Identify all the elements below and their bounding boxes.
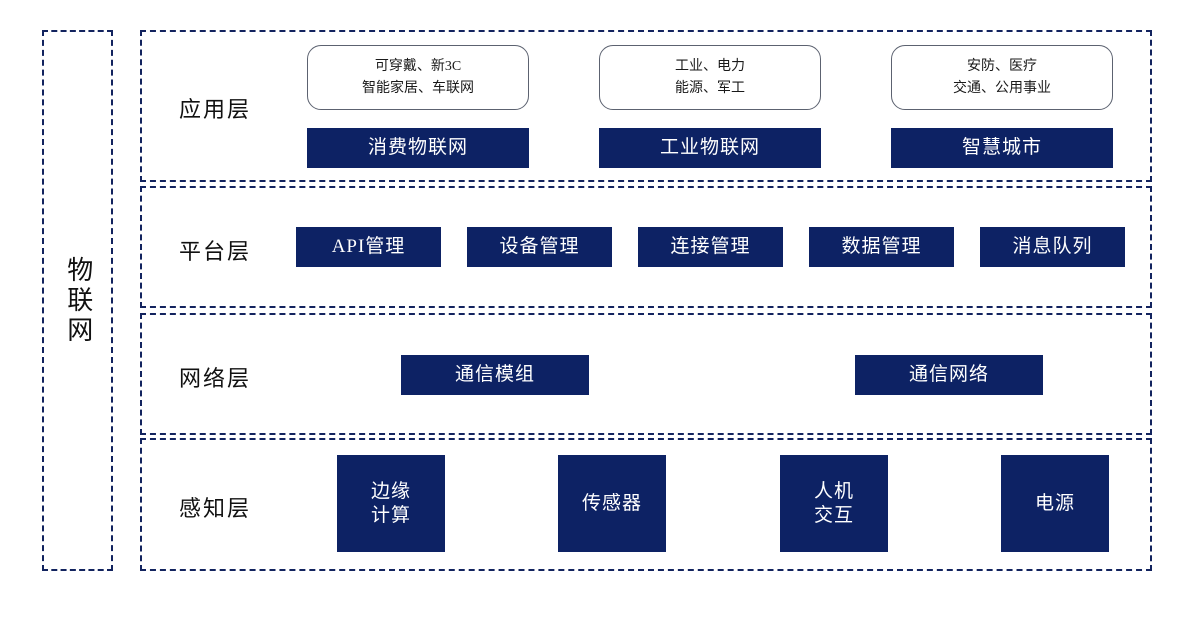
layer-network-label: 网络层 <box>179 366 252 391</box>
platform-node-connection-management-label: 连接管理 <box>670 236 751 258</box>
sensing-node-edge-computing[interactable]: 边缘 计算 <box>337 455 445 552</box>
application-node-industrial-iot[interactable]: 工业物联网 <box>599 128 821 168</box>
application-node-smart-city[interactable]: 智慧城市 <box>891 128 1113 168</box>
sensing-node-edge-computing-line2: 计算 <box>370 504 411 526</box>
application-domain-box-3: 安防、医疗 交通、公用事业 <box>891 45 1113 110</box>
application-domain-box-3-line2: 交通、公用事业 <box>953 80 1051 96</box>
application-domain-box-1-line2: 智能家居、车联网 <box>362 80 474 96</box>
platform-node-device-management[interactable]: 设备管理 <box>467 227 612 267</box>
application-node-consumer-iot-label: 消费物联网 <box>367 137 468 159</box>
application-domain-box-2: 工业、电力 能源、军工 <box>599 45 821 110</box>
application-node-consumer-iot[interactable]: 消费物联网 <box>307 128 529 168</box>
sensing-node-edge-computing-line1: 边缘 <box>370 480 411 502</box>
sensing-node-power-supply-label: 电源 <box>1034 492 1075 514</box>
platform-node-connection-management[interactable]: 连接管理 <box>638 227 783 267</box>
platform-node-data-management-label: 数据管理 <box>841 236 922 258</box>
iot-side-band: 物联网 <box>42 30 113 571</box>
platform-node-api-management[interactable]: API管理 <box>296 227 441 267</box>
application-node-smart-city-label: 智慧城市 <box>961 137 1042 159</box>
layer-sensing-label: 感知层 <box>179 496 252 521</box>
sensing-node-sensor-label: 传感器 <box>581 492 642 514</box>
platform-node-message-queue-label: 消息队列 <box>1012 236 1093 258</box>
application-domain-box-2-line2: 能源、军工 <box>675 80 745 96</box>
platform-node-api-management-label: API管理 <box>331 236 406 258</box>
sensing-node-human-machine-interaction[interactable]: 人机 交互 <box>780 455 888 552</box>
network-node-communication-module[interactable]: 通信模组 <box>401 355 589 395</box>
platform-node-data-management[interactable]: 数据管理 <box>809 227 954 267</box>
network-node-communication-module-label: 通信模组 <box>454 364 535 386</box>
application-node-industrial-iot-label: 工业物联网 <box>659 137 760 159</box>
iot-side-band-label: 物联网 <box>63 255 93 346</box>
sensing-node-human-machine-interaction-line2: 交互 <box>813 504 854 526</box>
layer-platform-label: 平台层 <box>179 239 252 264</box>
network-node-communication-network[interactable]: 通信网络 <box>855 355 1043 395</box>
application-domain-box-1: 可穿戴、新3C 智能家居、车联网 <box>307 45 529 110</box>
application-domain-box-1-line1: 可穿戴、新3C <box>374 58 462 74</box>
platform-node-message-queue[interactable]: 消息队列 <box>980 227 1125 267</box>
network-node-communication-network-label: 通信网络 <box>908 364 989 386</box>
application-domain-box-3-line1: 安防、医疗 <box>967 58 1037 74</box>
sensing-node-human-machine-interaction-line1: 人机 <box>813 480 854 502</box>
layer-application-label: 应用层 <box>179 97 252 122</box>
platform-node-device-management-label: 设备管理 <box>499 236 580 258</box>
sensing-node-sensor[interactable]: 传感器 <box>558 455 666 552</box>
application-domain-box-2-line1: 工业、电力 <box>675 58 745 74</box>
sensing-node-power-supply[interactable]: 电源 <box>1001 455 1109 552</box>
